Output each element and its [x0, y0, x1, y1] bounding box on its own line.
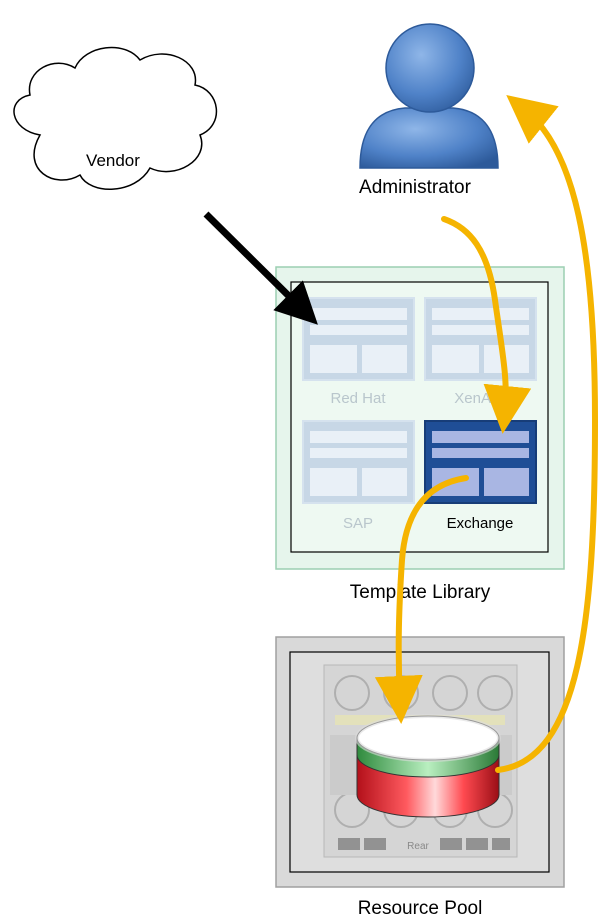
template-library-title: Template Library [350, 582, 491, 603]
exchange-to-pool-arrow [374, 475, 469, 724]
template-label: SAP [343, 515, 373, 532]
template-label: Exchange [447, 515, 514, 532]
template-label: XenApp [454, 390, 507, 407]
cloud-icon [13, 46, 217, 190]
template-exchange[interactable]: Exchange [424, 420, 537, 532]
template-red-hat[interactable]: Red Hat [302, 297, 415, 407]
template-library: Red Hat XenApp SAP Exchange Templa [275, 266, 565, 603]
storage-disk-icon [355, 714, 501, 818]
user-icon [359, 23, 499, 169]
resource-pool: Rear Resource Pool [275, 636, 565, 919]
pool-to-admin-arrow [495, 94, 599, 773]
template-label: Red Hat [330, 390, 386, 407]
template-sap[interactable]: SAP [302, 420, 415, 532]
vendor-label: Vendor [86, 151, 140, 170]
admin-to-exchange-arrow [441, 216, 532, 434]
administrator-label: Administrator [359, 177, 472, 198]
chassis-label: Rear [407, 841, 429, 852]
administrator: Administrator [359, 23, 499, 198]
vendor-arrow [203, 211, 318, 325]
template-xenapp[interactable]: XenApp [424, 297, 537, 407]
vendor-cloud: Vendor [13, 46, 217, 190]
resource-pool-title: Resource Pool [358, 898, 483, 919]
